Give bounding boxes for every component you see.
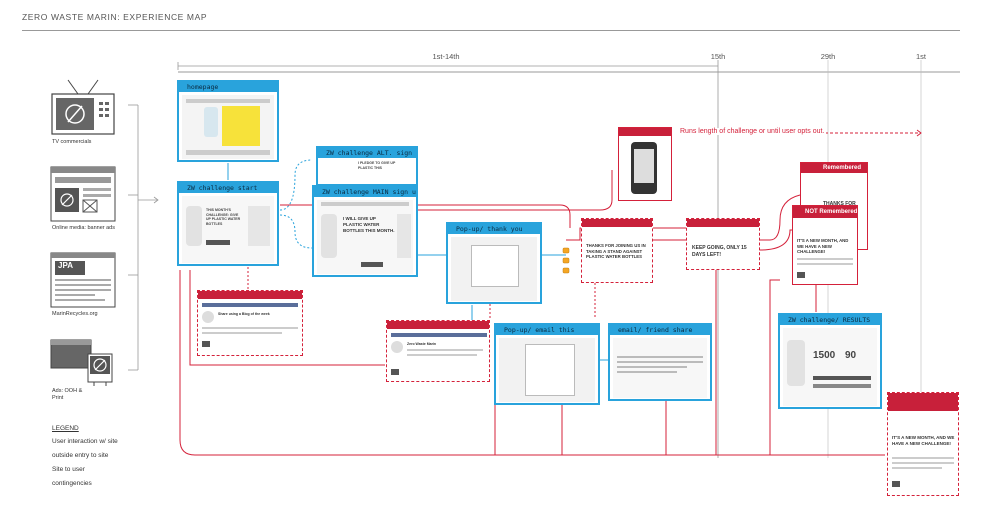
email-not-remembered: NOT Remembered IT'S A NEW MONTH, AND WE … — [792, 205, 858, 285]
new-month-text-2: IT'S A NEW MONTH, AND WE HAVE A NEW CHAL… — [892, 435, 955, 446]
challenge-intro-text: THIS MONTH'S CHALLENGE: GIVE UP PLASTIC … — [206, 208, 241, 226]
facebook-post-zwm: Zero Waste Marin — [386, 320, 490, 382]
legend-heading: LEGEND — [52, 425, 79, 432]
screen-label-challenge-main-signup: ZW challenge MAIN sign up — [314, 187, 416, 197]
timeline-label-15th: 15th — [710, 52, 726, 61]
alt-signup-pledge-text: I PLEDGE TO GIVE UP PLASTIC THIS — [358, 161, 396, 170]
phone-icon — [631, 142, 657, 194]
results-number-2: 90 — [845, 350, 857, 361]
timeline-label-1st-14th: 1st-14th — [432, 52, 460, 61]
fb-post2-title: Zero Waste Marin — [407, 342, 437, 346]
thanks-joining-text: THANKS FOR JOINING US IN TAKING A STAND … — [586, 243, 646, 259]
mobile-reminder — [618, 127, 672, 201]
screen-label-homepage: homepage — [179, 82, 277, 92]
screen-homepage[interactable]: homepage — [177, 80, 279, 162]
screen-challenge-alt-signup[interactable]: ZW challenge ALT. sign up I PLEDGE TO GI… — [316, 146, 418, 186]
screen-challenge-results[interactable]: ZW challenge/ RESULTS 1500 90 — [778, 313, 882, 409]
website-icon — [50, 252, 116, 308]
main-signup-thumbnail: I WILL GIVE UP PLASTIC WATER BOTTLES THI… — [317, 200, 413, 274]
screen-label-email-friend-share: email/ friend share — [610, 325, 710, 335]
email-keep-going: KEEP GOING, ONLY 15 DAYS LEFT! — [686, 218, 760, 270]
channel-label-ads: Ads: OOH & Print — [52, 388, 83, 401]
channel-label-banner: Online media: banner ads — [52, 225, 115, 231]
legend-item-site-to-user: Site to user — [52, 466, 85, 473]
fb-post-title: Share using a Blog of the week — [218, 312, 270, 316]
legend-item-outside-entry: outside entry to site — [52, 452, 109, 459]
legend-item-contingencies: contingencies — [52, 480, 92, 487]
screen-label-challenge-alt-signup: ZW challenge ALT. sign up — [318, 148, 416, 158]
screen-email-friend-share[interactable]: email/ friend share — [608, 323, 712, 401]
thanks-for-text: THANKS FOR — [823, 201, 856, 207]
timeline-label-29th: 29th — [820, 52, 836, 61]
homepage-hero-graphic — [222, 106, 260, 146]
legend-item-user-interaction: User interaction w/ site — [52, 438, 118, 445]
screen-popup-thank-you[interactable]: Pop-up/ thank you — [446, 222, 542, 304]
keep-going-text: KEEP GOING, ONLY 15 DAYS LEFT! — [692, 245, 747, 258]
screen-popup-email[interactable]: Pop-up/ email this — [494, 323, 600, 405]
annotation-runs-length: Runs length of challenge or until user o… — [678, 128, 827, 135]
email-new-month: IT'S A NEW MONTH, AND WE HAVE A NEW CHAL… — [887, 392, 959, 496]
facebook-post-share: Share using a Blog of the week — [197, 290, 303, 356]
website-logo-text: JPA — [58, 261, 73, 270]
challenge-start-thumbnail: THIS MONTH'S CHALLENGE: GIVE UP PLASTIC … — [182, 196, 274, 263]
not-remembered-label: NOT Remembered — [805, 209, 858, 215]
screen-label-popup-thank-you: Pop-up/ thank you — [448, 224, 540, 234]
results-number-1: 1500 — [813, 350, 836, 361]
screen-label-challenge-results: ZW challenge/ RESULTS — [780, 315, 880, 325]
homepage-thumbnail — [182, 95, 274, 159]
main-signup-pledge-text: I WILL GIVE UP PLASTIC WATER BOTTLES THI… — [343, 216, 395, 233]
page-title: ZERO WASTE MARIN: EXPERIENCE MAP — [22, 12, 208, 22]
timeline-label-1st: 1st — [915, 52, 926, 61]
title-divider — [22, 30, 960, 31]
screen-label-popup-email: Pop-up/ email this — [496, 325, 598, 335]
screen-challenge-main-signup[interactable]: ZW challenge MAIN sign up I WILL GIVE UP… — [312, 185, 418, 277]
new-month-text: IT'S A NEW MONTH, AND WE HAVE A NEW CHAL… — [797, 238, 849, 254]
channel-label-tv: TV commercials — [52, 139, 92, 145]
billboard-icon — [50, 336, 116, 386]
screen-challenge-start[interactable]: ZW challenge start THIS MONTH'S CHALLENG… — [177, 181, 279, 266]
channel-label-website: MarinRecycles.org — [52, 311, 98, 317]
banner-ad-icon — [50, 166, 116, 222]
remembered-label: Remembered — [823, 165, 862, 171]
email-thanks-joining: THANKS FOR JOINING US IN TAKING A STAND … — [581, 218, 653, 283]
tv-icon — [50, 78, 116, 136]
screen-label-challenge-start: ZW challenge start — [179, 183, 277, 193]
